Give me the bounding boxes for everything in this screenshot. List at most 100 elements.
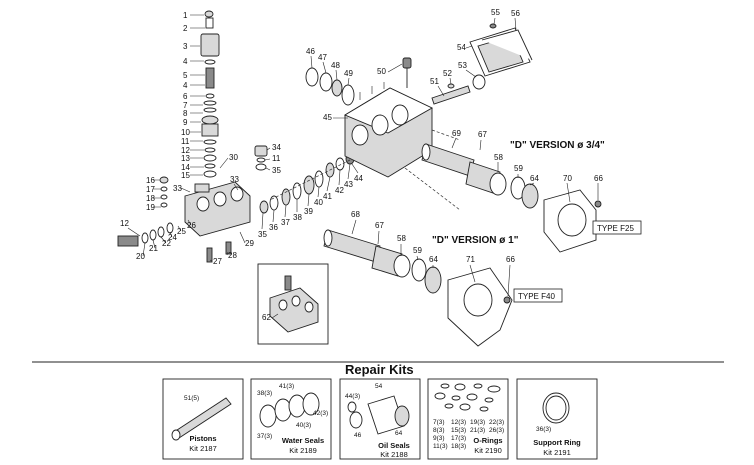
kit-o-rings-part-17: 17(3) — [451, 435, 466, 442]
callout-16: 16 — [146, 176, 155, 185]
kit-support-ring-part-36: 36(3) — [536, 426, 551, 433]
kit-pistons-number: Kit 2187 — [189, 444, 217, 453]
kit-o-rings-name: O-Rings — [473, 436, 502, 445]
kit-support-ring-name: Support Ring — [533, 438, 581, 447]
callout-14: 14 — [181, 163, 190, 172]
callout-35: 35 — [272, 166, 281, 175]
callout-24: 24 — [168, 233, 177, 242]
crankcase-top-callouts: 46 47 48 49 45 50 51 52 53 — [305, 47, 486, 122]
kit-water-seals-part-37: 37(3) — [257, 433, 272, 440]
callout-33a: 33 — [173, 184, 182, 193]
callout-44: 44 — [354, 174, 363, 183]
callout-21: 21 — [149, 244, 158, 253]
valve-stack-assembly — [200, 10, 220, 178]
kit-pistons-name: Pistons — [189, 434, 216, 443]
kit-water-seals-part-38: 38(3) — [257, 390, 272, 397]
callout-70: 70 — [563, 174, 572, 183]
callout-29: 29 — [245, 239, 254, 248]
kit-o-rings-part-7: 7(3) — [433, 419, 445, 426]
label-type-f25: TYPE F25 — [597, 224, 634, 233]
kit-pistons: 51(5) Pistons Kit 2187 — [162, 378, 244, 460]
callout-58b: 58 — [397, 234, 406, 243]
kit-o-rings: 7(3) 12(3) 19(3) 22(3) 8(3) 15(3) 21(3) … — [427, 378, 509, 460]
callout-48: 48 — [331, 61, 340, 70]
callout-66b: 66 — [506, 255, 515, 264]
callout-4: 4 — [183, 57, 188, 66]
seal-row-callouts: 35 36 37 38 39 40 41 42 43 44 — [258, 163, 363, 239]
label-type-f40: TYPE F40 — [518, 292, 555, 301]
callout-58: 58 — [494, 153, 503, 162]
callout-2: 2 — [183, 24, 188, 33]
callout-3: 3 — [183, 42, 188, 51]
callout-36: 36 — [269, 223, 278, 232]
callout-12: 12 — [181, 146, 190, 155]
kit-o-rings-part-19: 19(3) — [470, 419, 485, 426]
callout-67b: 67 — [375, 221, 384, 230]
kit-oil-seals-number: Kit 2188 — [380, 450, 408, 459]
callout-4b: 4 — [183, 81, 188, 90]
callout-15: 15 — [181, 171, 190, 180]
callout-11: 11 — [181, 137, 190, 146]
callout-37: 37 — [281, 218, 290, 227]
callout-38: 38 — [293, 213, 302, 222]
callout-49: 49 — [344, 69, 353, 78]
kit-pistons-part-51: 51(5) — [184, 395, 199, 402]
kit-o-rings-part-26: 26(3) — [489, 427, 504, 434]
kit-water-seals-part-42: 42(3) — [313, 410, 328, 417]
kit-support-ring-number: Kit 2191 — [543, 448, 571, 457]
callout-11b: 11 — [272, 154, 281, 163]
callout-34: 34 — [272, 143, 281, 152]
callout-64b: 64 — [429, 255, 438, 264]
crankshaft-f25-assembly: 67 69 58 59 64 70 66 — [421, 129, 603, 253]
callout-55: 55 — [491, 8, 500, 17]
callout-62: 62 — [262, 313, 271, 322]
callout-69: 69 — [452, 129, 461, 138]
kit-oil-seals-part-46: 46 — [354, 432, 362, 439]
callout-52: 52 — [443, 69, 452, 78]
callout-19: 19 — [146, 203, 155, 212]
kit-o-rings-part-11: 11(3) — [433, 443, 448, 450]
repair-kits-heading: Repair Kits — [345, 362, 414, 377]
callout-40: 40 — [314, 198, 323, 207]
version-labels: "D" VERSION ø 3/4" "D" VERSION ø 1" TYPE… — [432, 140, 642, 303]
kit-o-rings-number: Kit 2190 — [474, 446, 502, 455]
callout-50: 50 — [377, 67, 386, 76]
callout-13: 13 — [181, 154, 190, 163]
callout-45: 45 — [323, 113, 332, 122]
crankshaft-f40-assembly: 68 67 58 59 64 71 66 — [323, 210, 515, 347]
manifold-callouts: 16 17 18 19 33 33 30 34 11 35 12 20 21 2… — [120, 143, 281, 266]
kit-water-seals-number: Kit 2189 — [289, 446, 317, 455]
kit-water-seals-part-40: 40(3) — [296, 422, 311, 429]
kit-o-rings-part-21: 21(3) — [470, 427, 485, 434]
kit-oil-seals-part-54: 54 — [375, 383, 383, 390]
kit-oil-seals-name: Oil Seals — [378, 441, 410, 450]
callout-54: 54 — [457, 43, 466, 52]
callout-22: 22 — [162, 239, 171, 248]
callout-25: 25 — [177, 227, 186, 236]
kit-o-rings-part-8: 8(3) — [433, 427, 445, 434]
callout-71: 71 — [466, 255, 475, 264]
callout-46: 46 — [306, 47, 315, 56]
kit-o-rings-part-12: 12(3) — [451, 419, 466, 426]
callout-8: 8 — [183, 109, 188, 118]
callout-43: 43 — [344, 180, 353, 189]
callout-51: 51 — [430, 77, 439, 86]
callout-18: 18 — [146, 194, 155, 203]
kit-water-seals-part-41: 41(3) — [279, 383, 294, 390]
callout-33b: 33 — [230, 175, 239, 184]
callout-42: 42 — [335, 186, 344, 195]
callout-30: 30 — [229, 153, 238, 162]
callout-5: 5 — [183, 71, 188, 80]
callout-47: 47 — [318, 53, 327, 62]
callout-20: 20 — [136, 252, 145, 261]
callout-1: 1 — [183, 11, 188, 20]
valve-stack-callouts: 1 2 3 4 5 4 6 7 8 9 10 11 12 13 14 15 — [181, 11, 205, 180]
callout-67: 67 — [478, 130, 487, 139]
callout-7: 7 — [183, 101, 188, 110]
inset-manifold-62: 62 — [257, 263, 329, 345]
kit-oil-seals: 54 44(3) 46 64 Oil Seals Kit 2188 — [339, 378, 421, 460]
callout-9: 9 — [183, 118, 188, 127]
kit-o-rings-part-9: 9(3) — [433, 435, 445, 442]
kit-support-ring: 36(3) Support Ring Kit 2191 — [516, 378, 598, 460]
